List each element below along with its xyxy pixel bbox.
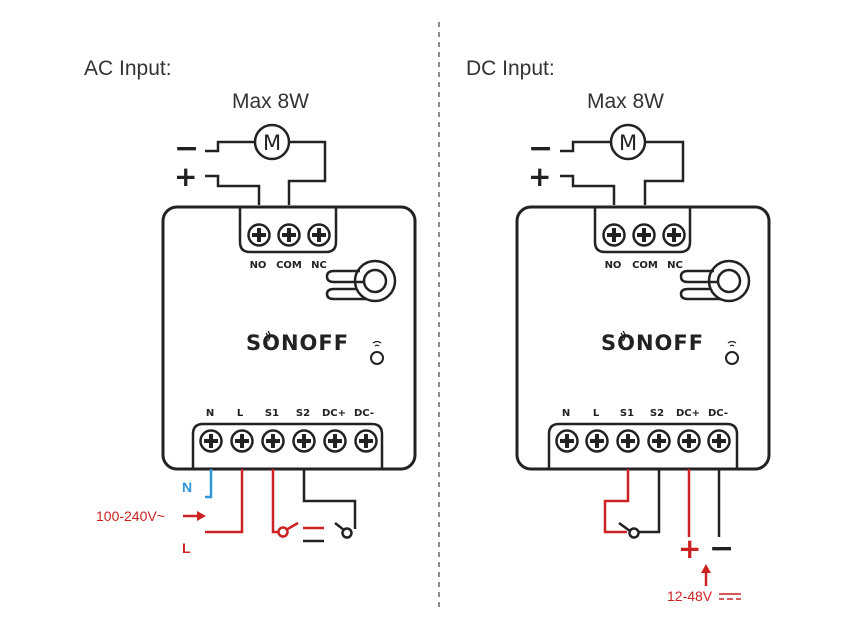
ac-term-com: COM (276, 260, 302, 271)
dc-supply-minus: − (709, 531, 734, 566)
dc-term-no: NO (605, 260, 622, 271)
ac-max-label: Max 8W (232, 90, 309, 113)
ac-status-led-icon (370, 340, 384, 365)
ac-term-nc: NC (311, 260, 327, 271)
dc-max-label: Max 8W (587, 90, 664, 113)
dc-relay-terminal-block (593, 207, 692, 254)
ac-term-s2: S2 (296, 408, 310, 419)
dc-term-s1: S1 (620, 408, 634, 419)
dc-minus-sign: − (528, 131, 553, 166)
dc-status-led-icon (725, 340, 739, 365)
dc-input-arrow-icon (701, 564, 711, 586)
ac-term-n: N (206, 408, 214, 419)
dc-brand-wifi-icon (620, 330, 626, 342)
dc-term-dcminus: DC- (708, 408, 728, 419)
dc-term-nc: NC (667, 260, 683, 271)
ac-plus-sign: + (174, 160, 197, 193)
ac-hanging-hook-icon (325, 259, 397, 303)
ac-brand-logo: SONOFF (246, 331, 349, 355)
ac-n-label: N (182, 479, 192, 495)
ac-module-body (161, 205, 417, 471)
ac-term-l: L (237, 408, 244, 419)
dc-term-dcplus: DC+ (676, 408, 700, 419)
dc-term-n: N (562, 408, 570, 419)
dc-title: DC Input: (466, 57, 555, 80)
dc-module-body (515, 205, 771, 471)
dc-term-com: COM (632, 260, 658, 271)
dc-term-l: L (593, 408, 600, 419)
ac-term-dcplus: DC+ (322, 408, 346, 419)
dc-motor-letter: M (619, 131, 637, 155)
ac-input-arrow-icon (183, 511, 206, 521)
dc-voltage-label: 12-48V (667, 588, 713, 604)
ac-term-dcminus: DC- (354, 408, 374, 419)
ac-voltage-label: 100-240V~ (96, 508, 165, 524)
ac-motor-letter: M (263, 131, 281, 155)
ac-term-no: NO (250, 260, 267, 271)
dc-brand-logo: SONOFF (601, 331, 704, 355)
dc-panel: DC Input: Max 8W M − + NO COM NC SONOFF (466, 57, 771, 604)
dc-hanging-hook-icon (679, 259, 751, 303)
ac-brand-wifi-icon (265, 330, 271, 342)
ac-relay-terminal-block (238, 207, 338, 254)
ac-bottom-terminal-block (191, 422, 384, 469)
ac-minus-sign: − (174, 131, 199, 166)
dc-term-s2: S2 (650, 408, 664, 419)
dc-symbol-icon (719, 593, 741, 600)
dc-bottom-terminal-block (547, 422, 739, 469)
ac-title: AC Input: (84, 57, 172, 80)
ac-panel: AC Input: Max 8W M − + NO COM NC SONOFF (84, 57, 417, 556)
dc-supply-plus: + (678, 532, 701, 565)
ac-l-label: L (182, 540, 191, 556)
ac-term-s1: S1 (265, 408, 279, 419)
dc-plus-sign: + (528, 160, 551, 193)
